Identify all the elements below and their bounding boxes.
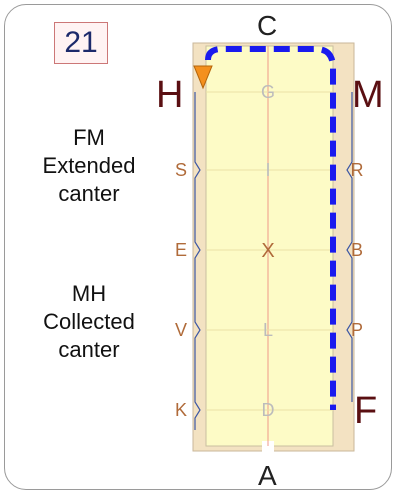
left-wall	[194, 92, 201, 430]
letter-p: P	[351, 320, 363, 340]
letter-i: I	[265, 160, 270, 180]
note-line: FM	[73, 125, 105, 150]
entry-gap	[262, 441, 274, 453]
letter-x: X	[261, 240, 274, 262]
letter-v: V	[175, 320, 187, 340]
instruction-collected-canter: MH Collected canter	[14, 280, 164, 364]
arena-surface	[205, 45, 334, 447]
letter-m: M	[352, 74, 384, 116]
exercise-number-badge: 21	[54, 22, 108, 64]
guide-lines	[206, 91, 333, 411]
letter-l: L	[263, 320, 273, 340]
note-line: canter	[58, 337, 120, 362]
letter-h: H	[156, 74, 184, 116]
note-line: Extended	[42, 153, 136, 178]
letter-e: E	[175, 240, 187, 260]
letter-b: B	[351, 240, 363, 260]
note-line: canter	[58, 181, 120, 206]
note-line: MH	[71, 281, 107, 306]
right-wall	[346, 92, 353, 402]
route-path	[205, 46, 336, 410]
instruction-extended-canter: FM Extended canter	[14, 124, 164, 208]
letter-a: A	[258, 460, 277, 491]
start-marker	[193, 65, 213, 90]
letter-s: S	[175, 160, 187, 180]
letter-c: C	[257, 10, 278, 41]
note-line: Collected	[43, 309, 135, 334]
letter-f: F	[354, 390, 378, 432]
letter-d: D	[262, 400, 275, 420]
letter-r: R	[351, 160, 364, 180]
letter-g: G	[261, 82, 275, 102]
letter-k: K	[175, 400, 187, 420]
